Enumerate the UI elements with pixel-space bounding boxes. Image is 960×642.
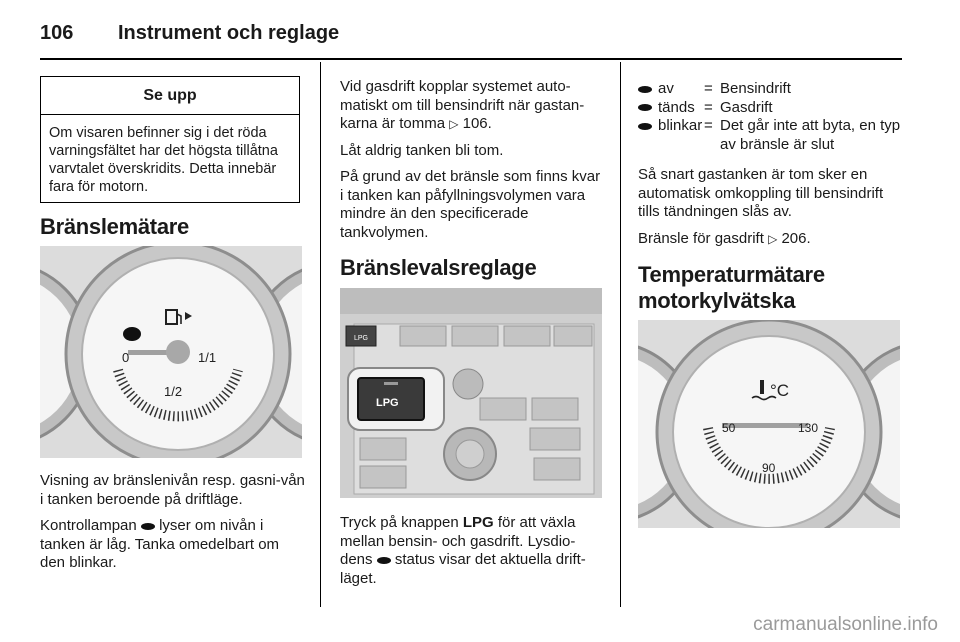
gauge-label-mid: 90 bbox=[762, 461, 776, 475]
led-icon bbox=[638, 85, 652, 93]
warning-box: Se upp Om visaren befinner sig i det röd… bbox=[40, 76, 300, 203]
middle-para2: Låt aldrig tanken bli tom. bbox=[340, 141, 504, 159]
fuel-gauge-image: 0 1/1 1/2 bbox=[40, 246, 302, 458]
warning-text: Om visaren befinner sig i det röda varni… bbox=[49, 125, 278, 195]
fuel-gauge-para2: Kontrollampan lyser om nivån i tanken är… bbox=[40, 517, 280, 571]
fuel-selector-image: LPG LPG bbox=[340, 288, 602, 498]
middle-para3: På grund av det bränsle som finns kvar i… bbox=[340, 168, 601, 241]
fuel-gauge-para1: Visning av bränslenivån resp. gasni-vån … bbox=[40, 472, 305, 508]
lpg-button-large-label: LPG bbox=[376, 397, 399, 409]
page-number: 106 bbox=[40, 22, 74, 44]
table-row: tänds = Gasdrift bbox=[638, 99, 904, 118]
table-row: blinkar = Det går inte att byta, en typ … bbox=[638, 117, 904, 154]
led-indicator-icon bbox=[140, 522, 155, 530]
led-status-icon bbox=[376, 556, 391, 564]
lpg-button-small-label: LPG bbox=[354, 335, 368, 342]
fuel-selector-heading: Bränslevalsreglage bbox=[340, 255, 537, 280]
gauge-label-low: 50 bbox=[722, 421, 736, 435]
led-icon bbox=[638, 104, 652, 112]
fuel-pump-icon bbox=[165, 309, 192, 325]
middle-para4: Tryck på knappen LPG för att växla mella… bbox=[340, 514, 586, 587]
coolant-gauge-image: °C 50 130 90 bbox=[638, 320, 900, 528]
page-ref-arrow-icon: ▷ bbox=[449, 117, 459, 131]
column-divider-left bbox=[320, 62, 321, 607]
gauge-label-high: 130 bbox=[798, 421, 818, 435]
led-status-table: av = Bensindrift tänds = Gasdrift blinka… bbox=[638, 80, 904, 154]
gauge-label-full: 1/1 bbox=[198, 350, 216, 365]
right-para1: Så snart gastanken är tom sker en automa… bbox=[638, 166, 884, 220]
gauge-unit-label: °C bbox=[770, 381, 789, 400]
middle-para1: Vid gasdrift kopplar systemet auto-matis… bbox=[340, 78, 585, 132]
coolant-temperature-icon bbox=[751, 380, 777, 401]
page-header-title: Instrument och reglage bbox=[118, 22, 340, 44]
gauge-label-empty: 0 bbox=[122, 350, 129, 365]
table-row: av = Bensindrift bbox=[638, 80, 904, 99]
watermark: carmanualsonline.info bbox=[753, 614, 938, 635]
header-rule bbox=[40, 58, 902, 60]
page-ref-arrow-icon: ▷ bbox=[768, 231, 778, 246]
column-divider-right bbox=[620, 62, 621, 607]
low-fuel-lamp-icon bbox=[123, 327, 141, 341]
warning-heading: Se upp bbox=[41, 77, 299, 115]
gauge-label-half: 1/2 bbox=[164, 384, 182, 399]
right-para2: Bränsle för gasdrift ▷ 206. bbox=[638, 229, 811, 247]
led-icon bbox=[638, 122, 652, 130]
fuel-gauge-heading: Bränslemätare bbox=[40, 214, 189, 239]
